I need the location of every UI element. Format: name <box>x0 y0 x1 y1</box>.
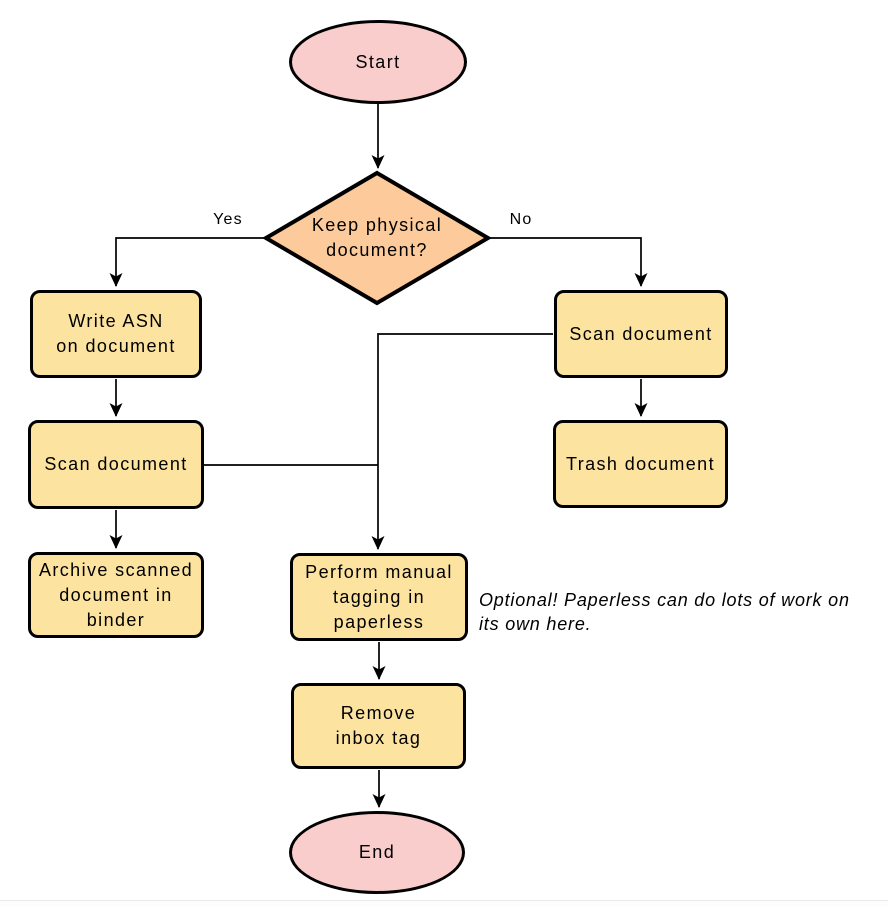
bottom-divider <box>0 900 888 907</box>
node-remove-inbox-tag: Remove inbox tag <box>291 683 466 769</box>
optional-note: Optional! Paperless can do lots of work … <box>479 590 850 634</box>
node-trash-document: Trash document <box>553 420 728 508</box>
edge-scanright-to-tagging <box>371 333 553 550</box>
node-scan-document-right: Scan document <box>554 290 728 378</box>
edge-decision-yes <box>109 237 266 287</box>
node-decision-shape <box>262 170 492 306</box>
node-archive-binder: Archive scanned document in binder <box>28 552 204 638</box>
node-end: End <box>289 811 465 894</box>
edge-decision-no <box>488 237 648 287</box>
node-decision-label: Keep physical document? <box>311 215 443 260</box>
edge-label-yes: Yes <box>213 211 243 228</box>
node-write-asn: Write ASN on document <box>30 290 202 378</box>
edge-label-no: No <box>509 211 533 228</box>
node-start: Start <box>289 20 467 104</box>
node-scan-document-left: Scan document <box>28 420 204 509</box>
node-manual-tagging: Perform manual tagging in paperless <box>290 553 468 641</box>
